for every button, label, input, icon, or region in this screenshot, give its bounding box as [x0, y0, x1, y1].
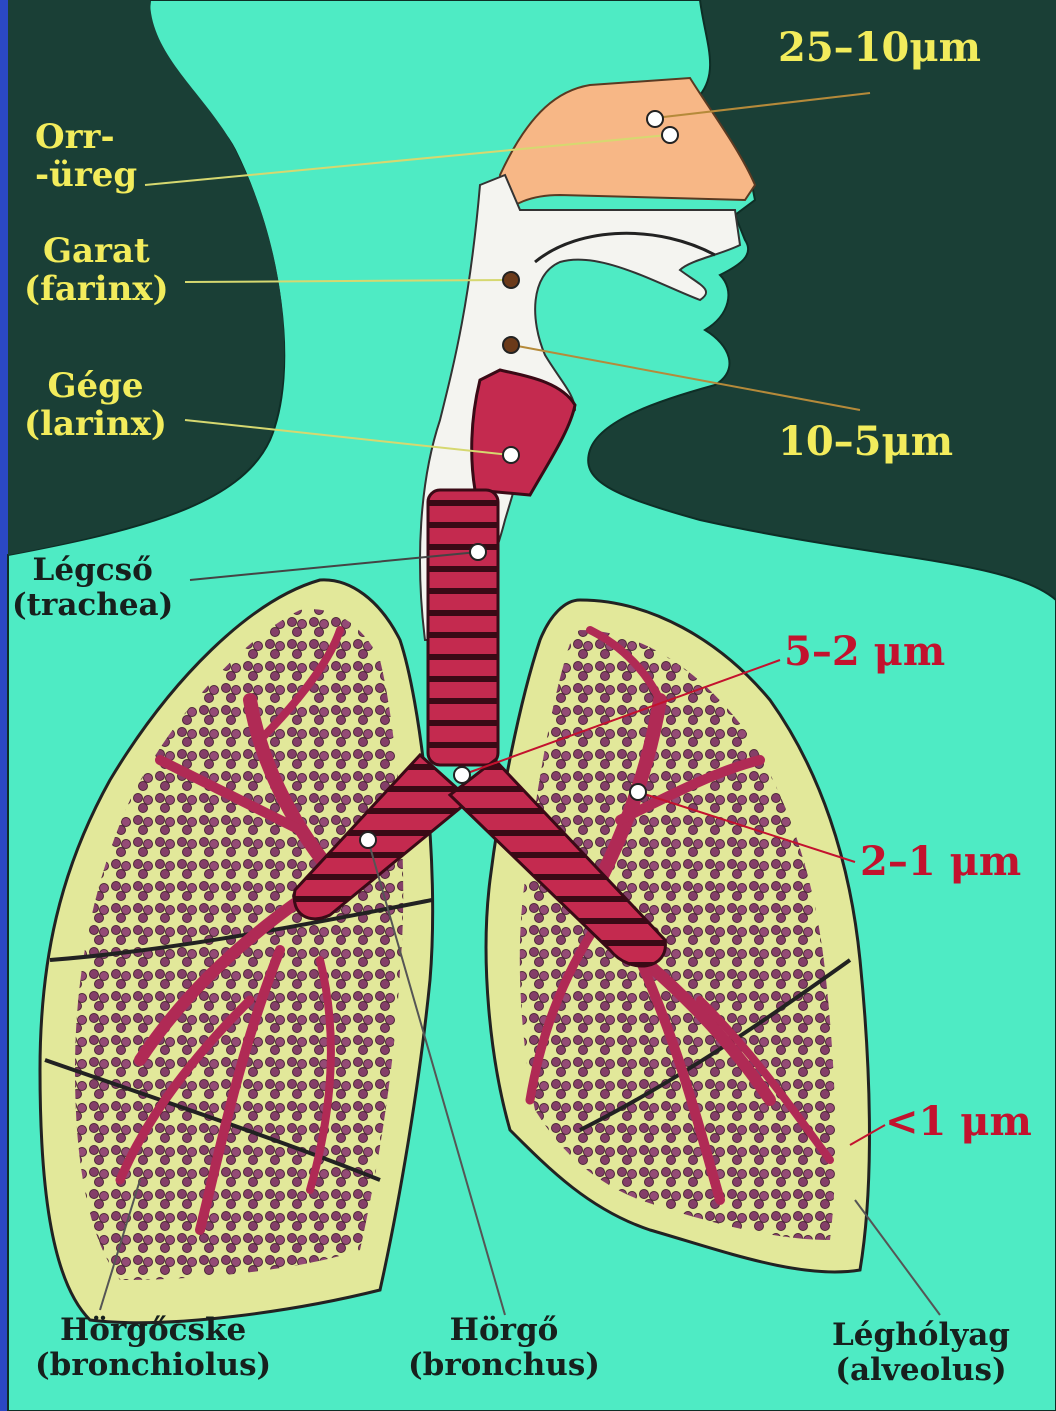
label-pharynx-line1: Garat: [24, 232, 169, 270]
label-alveolus-line1: Léghólyag: [832, 1318, 1010, 1353]
label-bronchiole-line2: (bronchiolus): [35, 1348, 271, 1383]
label-larynx-line1: Gége: [24, 367, 167, 405]
size-label-alveoli: <1 μm: [885, 1100, 1032, 1145]
marker-larynx: [503, 447, 519, 463]
label-bronchus-line2: (bronchus): [408, 1348, 600, 1383]
label-nasal-cavity: Orr- -üreg: [35, 118, 137, 194]
label-alveolus: Léghólyag (alveolus): [832, 1318, 1010, 1387]
label-trachea: Légcső (trachea): [12, 553, 173, 622]
label-trachea-line2: (trachea): [12, 588, 173, 623]
label-trachea-line1: Légcső: [12, 553, 173, 588]
marker-right-bronchiole: [630, 784, 646, 800]
marker-carina: [454, 767, 470, 783]
label-bronchiole: Hörgőcske (bronchiolus): [35, 1313, 271, 1382]
label-nasal-cavity-line2: -üreg: [35, 156, 137, 194]
label-larynx: Gége (larinx): [24, 367, 167, 443]
label-pharynx-line2: (farinx): [24, 270, 169, 308]
label-pharynx: Garat (farinx): [24, 232, 169, 308]
size-label-nasal: 25–10μm: [778, 26, 981, 71]
label-bronchus: Hörgő (bronchus): [408, 1313, 600, 1382]
label-bronchus-line1: Hörgő: [408, 1313, 600, 1348]
size-label-bronchioles: 2–1 μm: [860, 840, 1021, 885]
marker-trachea: [470, 544, 486, 560]
label-larynx-line2: (larinx): [24, 405, 167, 443]
marker-nasal-2: [662, 127, 678, 143]
left-edge-strip: [0, 0, 8, 1411]
marker-pharynx-lower: [503, 337, 519, 353]
label-nasal-cavity-line1: Orr-: [35, 118, 137, 156]
marker-left-bronchus: [360, 832, 376, 848]
size-label-trachea-bronchi: 5–2 μm: [784, 630, 945, 675]
marker-pharynx: [503, 272, 519, 288]
size-label-pharynx-larynx: 10–5μm: [778, 420, 953, 465]
trachea: [428, 490, 498, 765]
label-alveolus-line2: (alveolus): [832, 1353, 1010, 1388]
marker-nasal-1: [647, 111, 663, 127]
label-bronchiole-line1: Hörgőcske: [35, 1313, 271, 1348]
